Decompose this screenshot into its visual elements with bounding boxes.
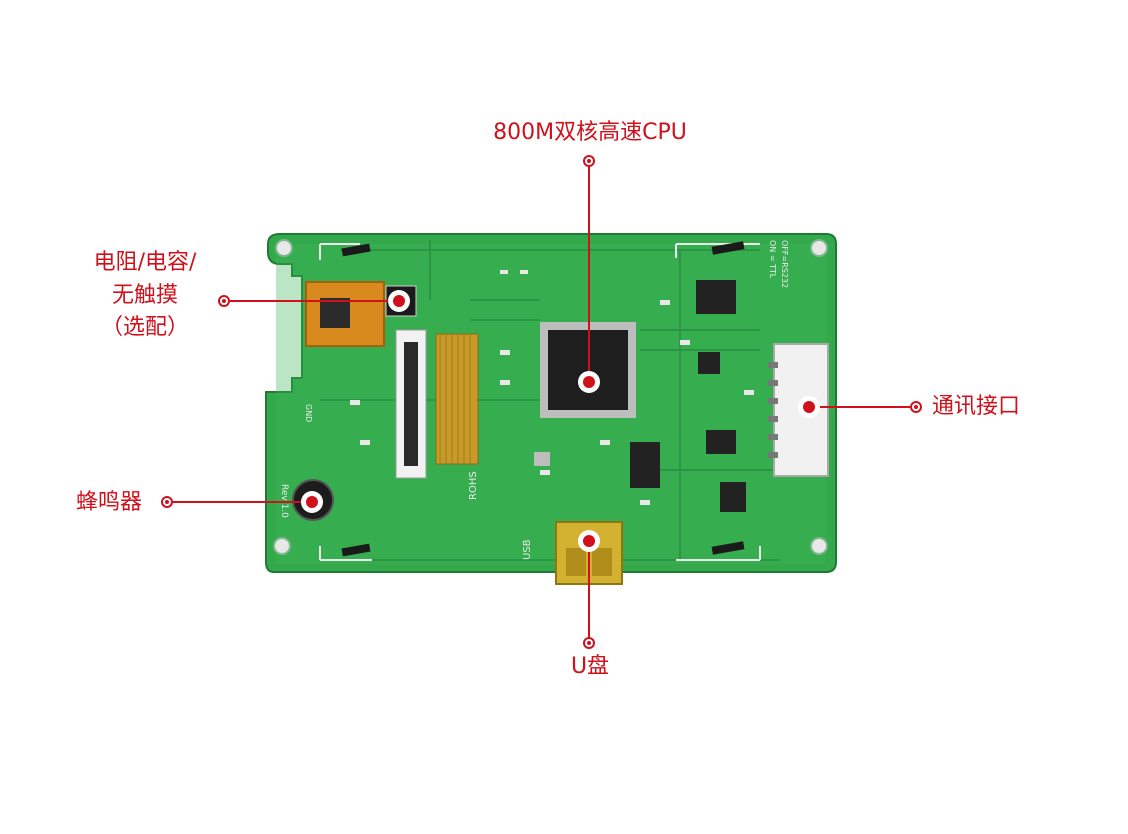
buzzer-label: 蜂鸣器 (76, 490, 143, 515)
udisk-callout-line (588, 552, 590, 638)
udisk-target-marker (578, 530, 600, 552)
udisk-callout-anchor (583, 637, 595, 649)
comm-callout-line (820, 406, 910, 408)
comm-callout-anchor (910, 401, 922, 413)
cpu-target-marker (578, 371, 600, 393)
buzzer-callout-line (173, 501, 303, 503)
rohs-silk: ROHS (468, 471, 479, 500)
cpu-label: 800M双核高速CPU (493, 120, 687, 145)
comm-target-marker (798, 396, 820, 418)
udisk-label: U盘 (570, 654, 610, 679)
lcd-flex-strip (435, 333, 479, 465)
usb-silk: USB (522, 539, 533, 560)
cpu-callout-line (588, 167, 590, 373)
mounting-holes (273, 239, 828, 555)
touch-label-line1: 电阻/电容/ (93, 250, 197, 275)
touch-target-marker (388, 290, 410, 312)
touch-callout-anchor (218, 295, 230, 307)
buzzer-callout-anchor (161, 496, 173, 508)
buzzer-target-marker (301, 491, 323, 513)
gnd-silk: GND (304, 404, 313, 422)
touch-label-line3: （选配） (100, 315, 189, 340)
touch-callout-line (230, 300, 390, 302)
cpu-callout-anchor (583, 155, 595, 167)
ttl-silk: ON = TTL (768, 240, 777, 279)
comm-label: 通讯接口 (932, 394, 1021, 419)
rs232-silk: OFF=RS232 (780, 240, 789, 288)
touch-label-line2: 无触摸 (111, 283, 178, 308)
